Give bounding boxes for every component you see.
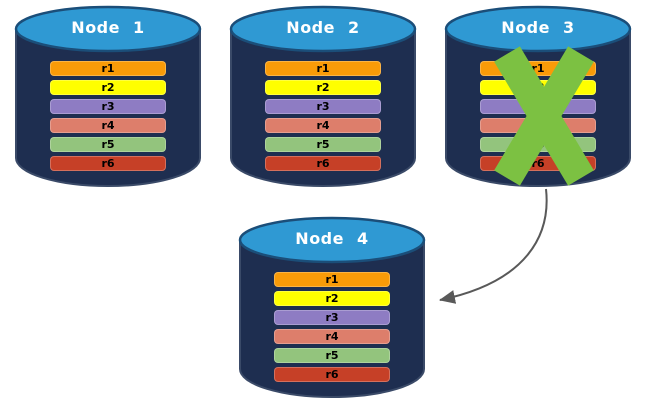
replica-row-r1: r1 <box>265 61 381 76</box>
replica-row-r1: r1 <box>50 61 166 76</box>
x-mark-icon <box>494 46 594 186</box>
replica-row-r5: r5 <box>265 137 381 152</box>
replica-row-r6: r6 <box>50 156 166 171</box>
node-title: Node 2 <box>286 18 360 37</box>
replica-row-r4: r4 <box>50 118 166 133</box>
replica-row-r6: r6 <box>265 156 381 171</box>
node-title: Node 4 <box>295 229 369 248</box>
replica-row-r5: r5 <box>274 348 390 363</box>
replica-row-r3: r3 <box>265 99 381 114</box>
replica-row-r2: r2 <box>50 80 166 95</box>
replica-row-r4: r4 <box>265 118 381 133</box>
node-title: Node 1 <box>71 18 145 37</box>
node-1: Node 1 r1 r2 r3 r4 r5 r6 <box>13 5 203 187</box>
replica-row-r3: r3 <box>274 310 390 325</box>
replica-row-r2: r2 <box>265 80 381 95</box>
replica-row-r6: r6 <box>274 367 390 382</box>
replica-row-r2: r2 <box>274 291 390 306</box>
replica-rows: r1 r2 r3 r4 r5 r6 <box>50 61 166 175</box>
replica-rows: r1 r2 r3 r4 r5 r6 <box>265 61 381 175</box>
replica-row-r3: r3 <box>50 99 166 114</box>
replica-rows: r1 r2 r3 r4 r5 r6 <box>274 272 390 386</box>
node-2: Node 2 r1 r2 r3 r4 r5 r6 <box>228 5 418 187</box>
node-4: Node 4 r1 r2 r3 r4 r5 r6 <box>237 216 427 398</box>
replica-row-r5: r5 <box>50 137 166 152</box>
replica-row-r4: r4 <box>274 329 390 344</box>
replica-row-r1: r1 <box>274 272 390 287</box>
node-title: Node 3 <box>501 18 575 37</box>
